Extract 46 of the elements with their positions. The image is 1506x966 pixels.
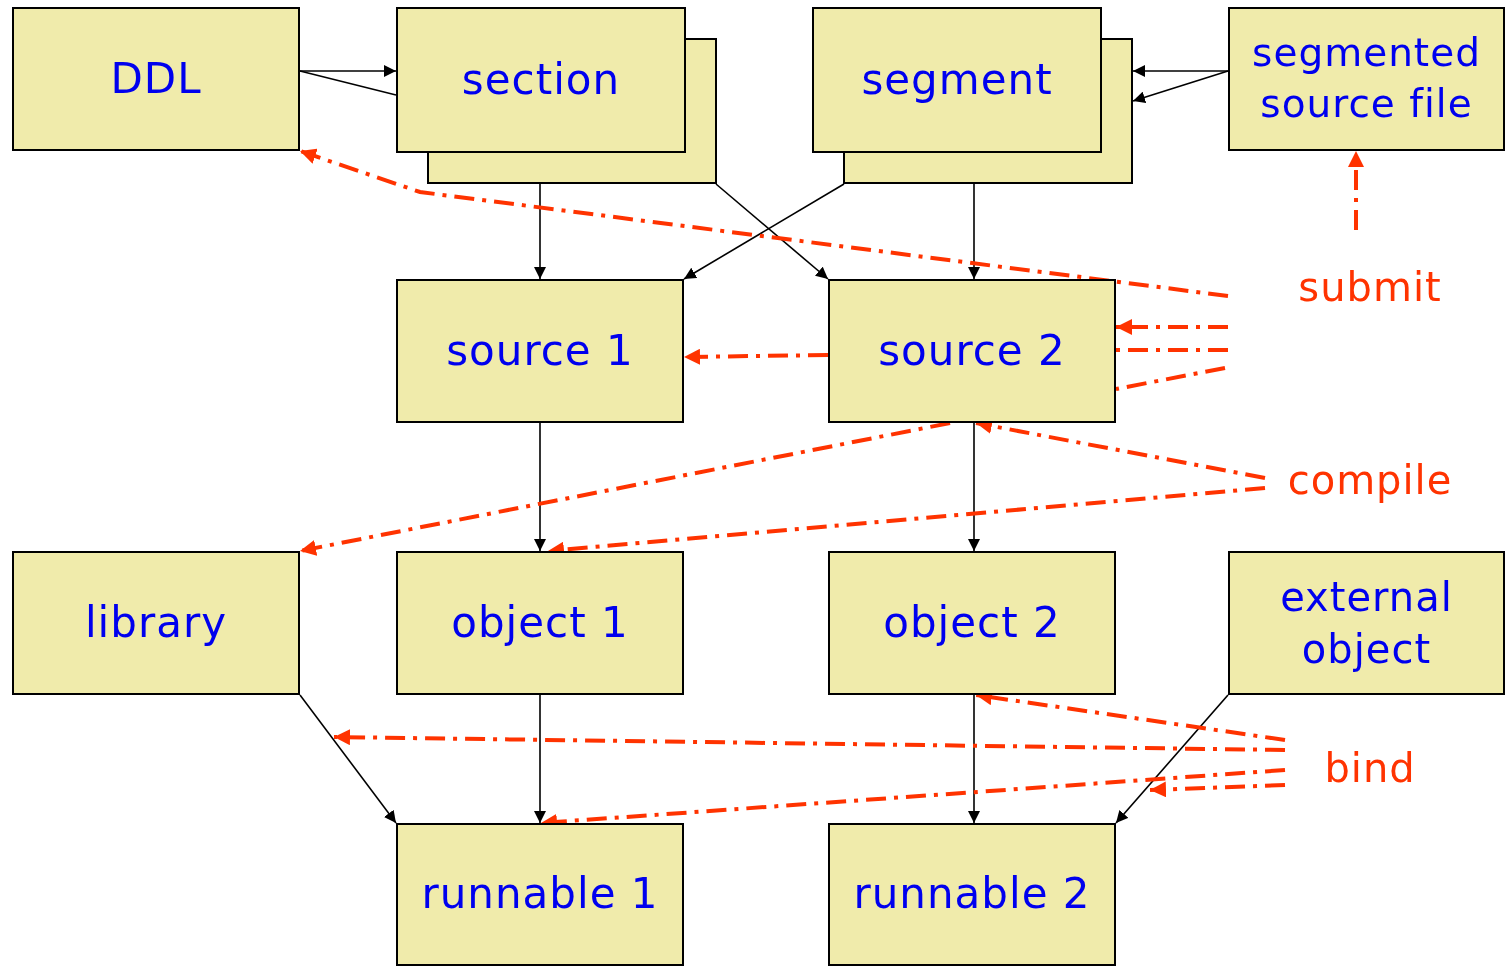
arrow bbox=[534, 183, 546, 280]
box-label: runnable 1 bbox=[421, 868, 659, 921]
box-label: library bbox=[84, 596, 228, 649]
box-label: section bbox=[461, 53, 621, 106]
box-label: external object bbox=[1279, 573, 1454, 674]
box-label: segment bbox=[861, 53, 1053, 106]
process-box bbox=[828, 279, 1116, 423]
box-label: segmented source file bbox=[1251, 29, 1482, 128]
arrow bbox=[299, 694, 397, 824]
box-label: source 2 bbox=[878, 324, 1066, 377]
arrow bbox=[534, 694, 546, 824]
box-label: DDL bbox=[110, 52, 202, 105]
arrow bbox=[715, 183, 829, 280]
arrow bbox=[299, 65, 397, 77]
box-label: object 1 bbox=[451, 596, 629, 649]
dash-dot-arrow bbox=[1116, 319, 1228, 335]
process-box bbox=[396, 279, 684, 423]
arrow bbox=[683, 183, 845, 280]
box-label: runnable 2 bbox=[853, 868, 1091, 921]
box-label: source 1 bbox=[446, 324, 634, 377]
process-box bbox=[828, 551, 1116, 695]
arrow bbox=[534, 422, 546, 552]
arrow bbox=[1115, 694, 1229, 824]
arrow bbox=[968, 422, 980, 552]
dash-dot-arrow bbox=[299, 148, 1229, 298]
arrow bbox=[968, 694, 980, 824]
process-box bbox=[12, 551, 300, 695]
annotation-text: bind bbox=[1324, 744, 1416, 793]
annotation-text: submit bbox=[1298, 263, 1442, 312]
arrow bbox=[1132, 65, 1229, 77]
dash-dot-arrow bbox=[1348, 151, 1364, 230]
dash-dot-arrow bbox=[299, 421, 951, 556]
process-box bbox=[12, 7, 300, 151]
process-box bbox=[396, 823, 684, 966]
connector-line bbox=[299, 70, 397, 96]
arrow bbox=[1132, 70, 1229, 104]
process-box bbox=[1228, 551, 1505, 695]
process-box bbox=[1228, 7, 1505, 151]
dash-dot-arrow bbox=[1149, 781, 1286, 798]
dash-dot-arrow bbox=[333, 729, 1286, 752]
process-box bbox=[828, 823, 1116, 966]
annotation-text: compile bbox=[1287, 456, 1453, 505]
box-label: object 2 bbox=[883, 596, 1061, 649]
arrow bbox=[968, 183, 980, 280]
dash-dot-arrow bbox=[683, 348, 829, 365]
process-box bbox=[396, 551, 684, 695]
